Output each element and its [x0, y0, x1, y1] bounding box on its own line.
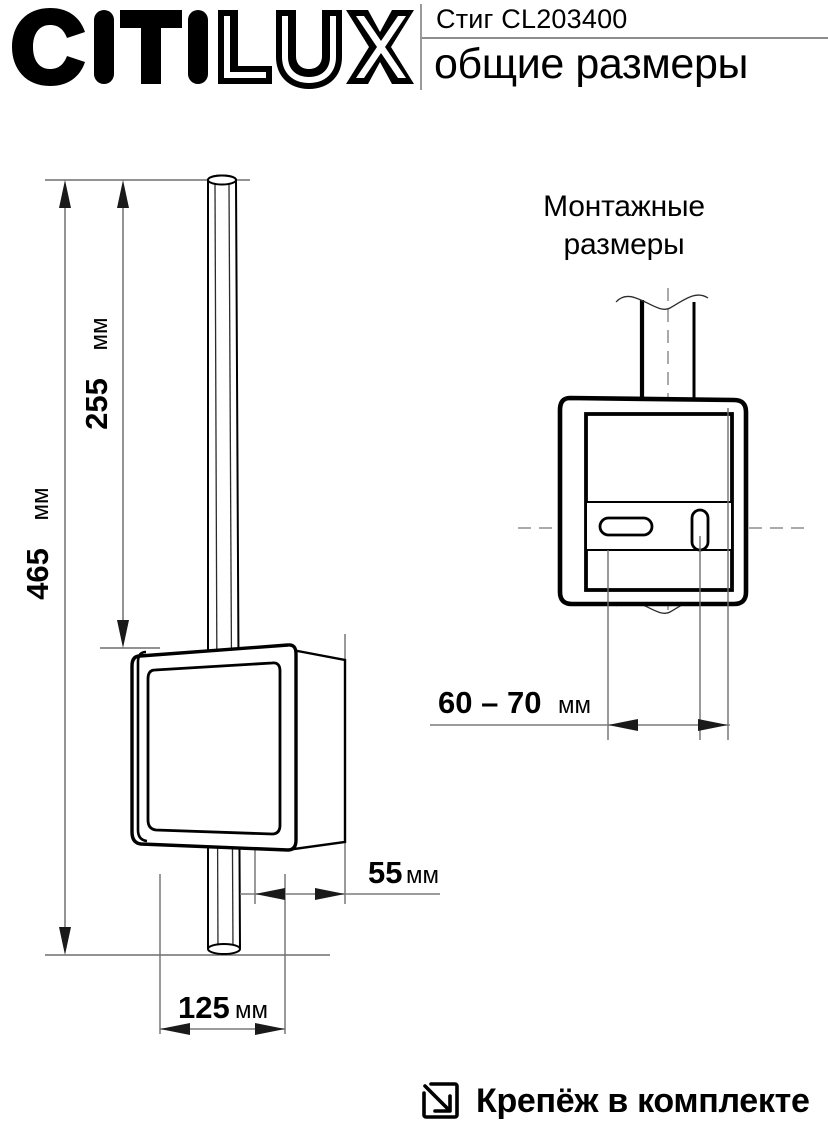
dimension-255-unit: мм: [86, 318, 113, 351]
mount-title-line2: размеры: [563, 228, 685, 261]
dimension-255-value: 255: [79, 378, 114, 430]
dimension-125-value: 125: [178, 990, 230, 1025]
horizontal-slot: [598, 516, 654, 537]
header-rule: [422, 37, 828, 39]
overall-dimensions-view: 465 мм 255 мм: [0, 104, 460, 1064]
page-title: общие размеры: [434, 40, 748, 88]
product-name: Стиг CL203400: [436, 4, 628, 34]
dimension-125-unit: мм: [235, 997, 268, 1024]
dimension-60-70: 60 – 70 мм: [430, 685, 730, 731]
mount-drawing-title: Монтажные размеры: [420, 188, 828, 264]
mount-extension-lines: [607, 408, 729, 740]
break-symbol-top: [615, 294, 709, 310]
citilux-wordmark-logo: [8, 6, 414, 89]
mounting-dimensions-view: 60 – 70 мм: [420, 180, 828, 820]
dimension-465-unit: мм: [27, 488, 54, 521]
dimension-55-unit: мм: [406, 862, 439, 889]
lamp-head-part: [130, 643, 347, 852]
dimension-465-value: 465: [20, 548, 55, 600]
dimension-125: 125 мм: [160, 990, 285, 1035]
dimension-60-70-value: 60 – 70: [438, 685, 541, 720]
header-divider: [420, 4, 422, 90]
dimension-55: 55 мм: [240, 855, 440, 900]
dimension-465: 465 мм: [20, 180, 71, 955]
box-arrow-in-down-right-icon: [418, 1079, 462, 1123]
mount-title-line1: Монтажные: [543, 190, 705, 223]
dimension-55-value: 55: [368, 855, 402, 890]
mounting-kit-label: Крепёж в комплекте: [476, 1081, 810, 1120]
dimension-255: 255 мм: [79, 180, 129, 648]
dimension-60-70-unit: мм: [558, 692, 591, 719]
extension-lines: [45, 179, 346, 1034]
mounting-kit-note: Крепёж в комплекте: [418, 1073, 828, 1129]
page-header: Стиг CL203400 общие размеры: [0, 0, 828, 104]
